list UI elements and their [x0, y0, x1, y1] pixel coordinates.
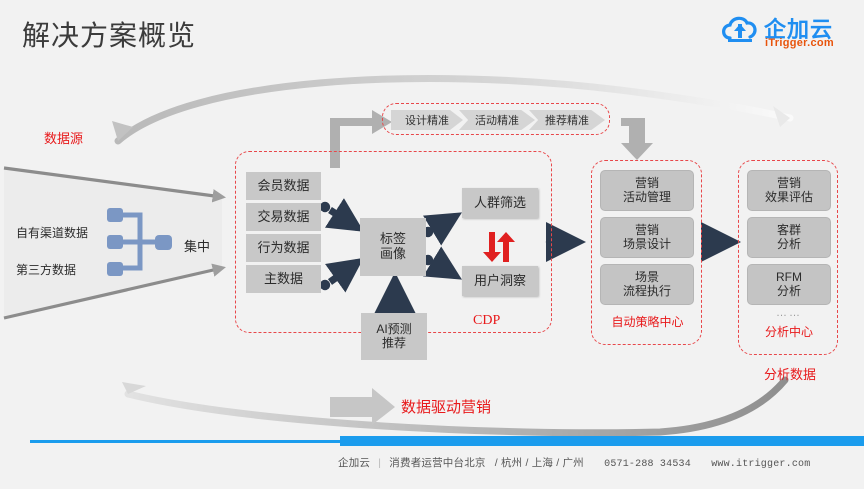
strategy-item-campaign-management[interactable]: 营销 活动管理	[600, 170, 694, 211]
chevron-design-precision[interactable]: 设计精准	[391, 110, 463, 130]
strategy-item-1-line1: 营销	[634, 222, 659, 237]
page-title: 解决方案概览	[22, 20, 197, 51]
strategy-item-0-line1: 营销	[634, 175, 659, 190]
cdp-output-user-insight[interactable]: 用户洞察	[462, 266, 538, 296]
cdp-tag-profile-line1: 标签	[379, 231, 406, 247]
chevron-recommend-precision[interactable]: 推荐精准	[529, 110, 605, 130]
merge-branch-icon	[107, 208, 172, 276]
cdp-tag-profile-line2: 画像	[379, 246, 406, 261]
label-analysis-data: 分析数据	[764, 367, 817, 382]
analysis-item-2-line1: RFM	[776, 269, 802, 284]
strategy-item-2-line1: 场景	[634, 269, 659, 284]
big-gray-arrow	[330, 388, 395, 425]
analysis-item-2-line2: 分析	[776, 283, 801, 298]
footer: 企加云 | 消费者运营中台北京 / 杭州 / 上海 / 广州 0571-288 …	[338, 455, 810, 470]
funnel-source-third-party: 第三方数据	[16, 263, 77, 277]
analysis-item-customer-group[interactable]: 客群 分析	[747, 217, 831, 258]
cdp-ai-prediction[interactable]: AI预测 推荐	[361, 313, 427, 360]
footer-cities: / 杭州 / 上海 / 广州	[494, 457, 584, 469]
cdp-ai-line1: AI预测	[376, 321, 412, 336]
label-cdp: CDP	[473, 313, 501, 328]
strategy-item-2-line2: 流程执行	[622, 283, 671, 298]
analysis-center-ellipsis: ……	[776, 307, 802, 319]
label-data-driven-marketing: 数据驱动营销	[401, 399, 492, 416]
elbow-arrow-down	[621, 118, 653, 160]
brand-domain: iTrigger.com	[765, 37, 835, 49]
strategy-item-0-line2: 活动管理	[622, 189, 671, 204]
analysis-item-effect-evaluation[interactable]: 营销 效果评估	[747, 170, 831, 211]
analysis-item-1-line2: 分析	[776, 236, 801, 251]
strategy-item-1-line2: 场景设计	[622, 236, 671, 251]
footer-company: 企加云	[338, 457, 371, 469]
cdp-tag-profile[interactable]: 标签 画像	[360, 218, 426, 276]
analysis-center-caption: 分析中心	[764, 325, 813, 339]
analysis-center-container: 营销 效果评估 客群 分析 RFM 分析 …… 分析中心	[738, 160, 838, 355]
cdp-output-audience-filter[interactable]: 人群筛选	[462, 188, 538, 218]
analysis-item-rfm[interactable]: RFM 分析	[747, 264, 831, 305]
cdp-source-master[interactable]: 主数据	[246, 265, 321, 293]
footer-website[interactable]: www.itrigger.com	[711, 459, 811, 470]
strategy-center-container: 营销 活动管理 营销 场景设计 场景 流程执行 自动策略中心	[591, 160, 702, 345]
chevron-campaign-precision[interactable]: 活动精准	[459, 110, 535, 130]
footer-business: 消费者运营中台北京	[389, 457, 486, 469]
cdp-source-member[interactable]: 会员数据	[246, 172, 321, 200]
strategy-center-caption: 自动策略中心	[611, 315, 684, 329]
footer-bar	[30, 436, 864, 446]
analysis-item-0-line1: 营销	[776, 175, 801, 190]
precision-band-container: 设计精准 活动精准 推荐精准	[382, 103, 610, 135]
cloud-icon	[722, 16, 757, 42]
strategy-item-scenario-design[interactable]: 营销 场景设计	[600, 217, 694, 258]
analysis-item-1-line1: 客群	[776, 222, 801, 237]
label-data-source: 数据源	[44, 131, 84, 146]
footer-divider: |	[378, 457, 382, 469]
funnel-source-own: 自有渠道数据	[16, 226, 89, 240]
strategy-item-process-execution[interactable]: 场景 流程执行	[600, 264, 694, 305]
cdp-source-behavior[interactable]: 行为数据	[246, 234, 321, 262]
footer-phone: 0571-288 34534	[604, 459, 691, 470]
brand-logo[interactable]: 企加云 iTrigger.com	[718, 12, 850, 56]
analysis-item-0-line2: 效果评估	[764, 189, 813, 204]
brand-name: 企加云	[764, 17, 834, 42]
cdp-source-transaction[interactable]: 交易数据	[246, 203, 321, 231]
funnel-converge-label: 集中	[184, 239, 211, 254]
cdp-ai-line2: 推荐	[381, 335, 406, 350]
arrow-strategy-to-analysis	[701, 222, 741, 262]
